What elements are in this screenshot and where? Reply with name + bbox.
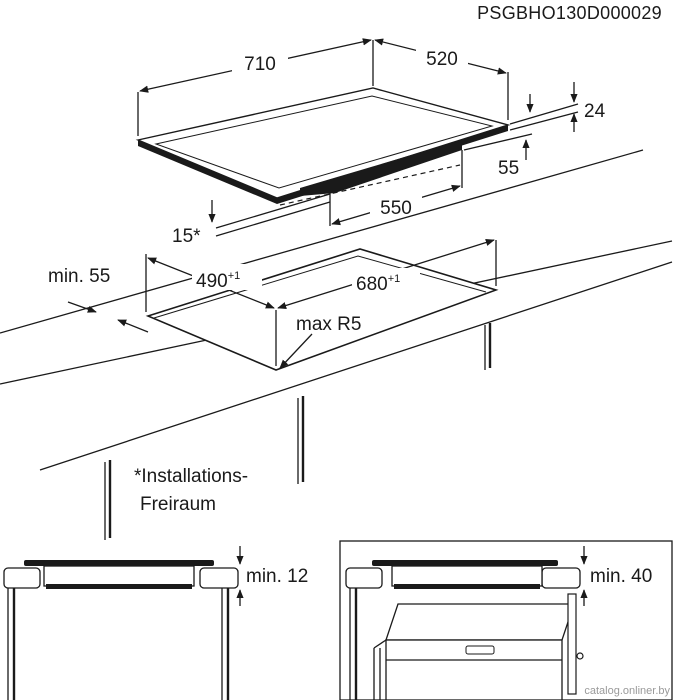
label-min-55: min. 55 <box>48 266 110 287</box>
detail-right: min. 40 <box>339 540 673 700</box>
dimension-680: 680+1 <box>277 238 495 310</box>
label-cutout-width-680: 680+1 <box>356 273 400 295</box>
label-width-710: 710 <box>244 54 276 75</box>
watermark: catalog.onliner.by <box>584 685 670 697</box>
dimension-clearance: 15* <box>172 164 461 247</box>
dimension-490: 490+1 <box>147 257 275 309</box>
detail-left: min. 12 <box>3 546 308 700</box>
footnote-line1: *Installations- <box>134 466 248 487</box>
label-min-12: min. 12 <box>246 566 308 587</box>
label-radius-r5: max R5 <box>296 314 361 335</box>
cutout <box>145 240 499 371</box>
dimension-min-55: min. 55 <box>48 266 149 333</box>
label-height-24: 24 <box>584 101 606 122</box>
document-code: PSGBHO130D000029 <box>477 3 662 23</box>
dimension-550: 550 <box>331 184 461 226</box>
label-height-55: 55 <box>498 158 519 179</box>
footnote: *Installations- Freiraum <box>134 466 248 515</box>
dimension-radius: max R5 <box>279 314 361 369</box>
dimension-24: 24 <box>509 82 606 132</box>
dimension-710: 710 <box>137 38 374 136</box>
label-clearance-15: 15* <box>172 226 201 247</box>
footnote-line2: Freiraum <box>140 494 216 515</box>
label-min-40: min. 40 <box>590 566 652 587</box>
label-cutout-depth-490: 490+1 <box>196 270 240 292</box>
hob-drawing <box>135 87 511 226</box>
label-depth-520: 520 <box>426 49 458 70</box>
label-width-550: 550 <box>380 198 412 219</box>
dimension-55: 55 <box>463 133 533 179</box>
dimension-520: 520 <box>374 38 509 120</box>
